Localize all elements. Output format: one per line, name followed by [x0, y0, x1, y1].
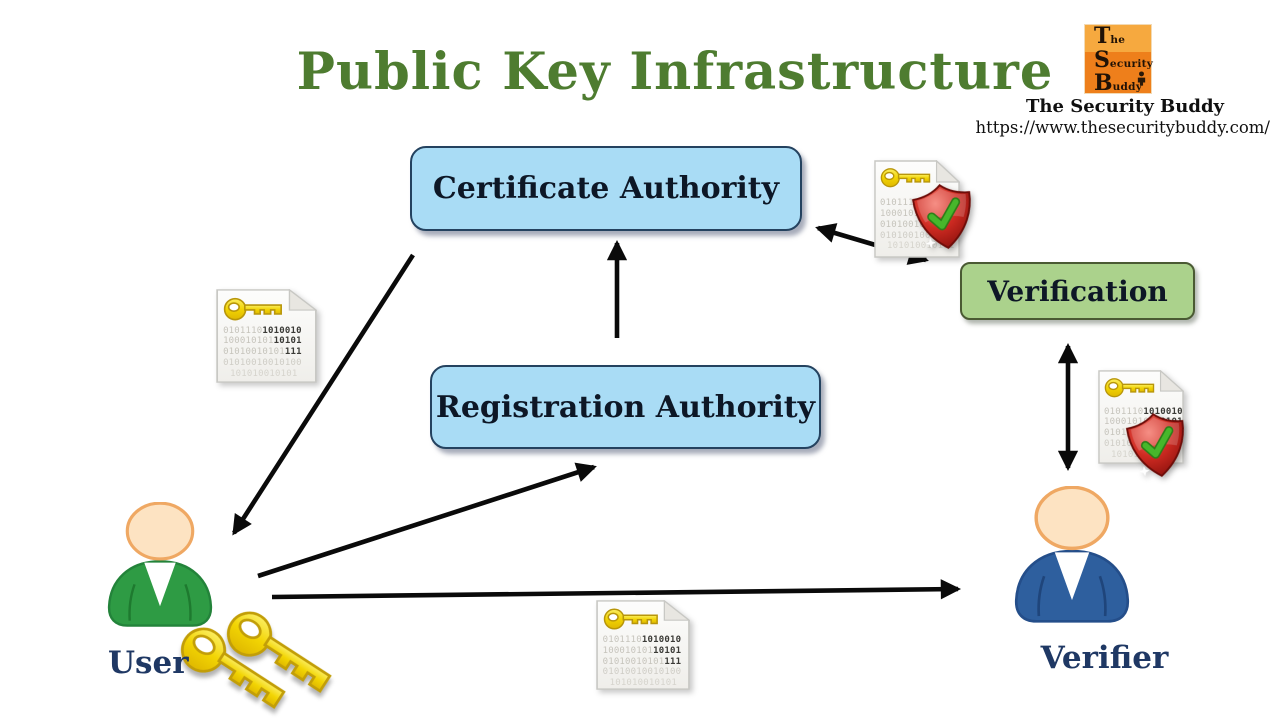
verifier-label: Verifier — [1040, 640, 1169, 676]
page-title: Public Key Infrastructure — [296, 42, 1054, 102]
verification-label: Verification — [987, 274, 1168, 308]
verified-shield-icon — [1125, 412, 1184, 477]
key-icon — [223, 297, 283, 321]
registration-authority-label: Registration Authority — [435, 389, 816, 425]
key-icon — [880, 168, 931, 188]
certificate-authority-box: Certificate Authority — [410, 146, 802, 231]
key-icon — [180, 627, 286, 709]
user-label: User — [108, 645, 189, 681]
verified-shield-icon — [911, 183, 971, 249]
key-icon — [226, 611, 332, 693]
verification-box: Verification — [960, 262, 1195, 320]
arrow-user-to-verifier — [271, 579, 962, 600]
brand-url: https://www.thesecuritybuddy.com/ — [975, 118, 1270, 137]
verifier-icon — [1014, 486, 1130, 623]
certificate-authority-label: Certificate Authority — [432, 171, 780, 206]
key-icon — [1104, 378, 1155, 398]
arrow-user-to-ra — [257, 462, 597, 579]
brand-name: The Security Buddy — [1026, 96, 1224, 117]
user-icon — [107, 502, 213, 627]
logo-person-icon — [1137, 71, 1146, 86]
key-icon — [603, 608, 658, 630]
registration-authority-box: Registration Authority — [430, 365, 821, 449]
